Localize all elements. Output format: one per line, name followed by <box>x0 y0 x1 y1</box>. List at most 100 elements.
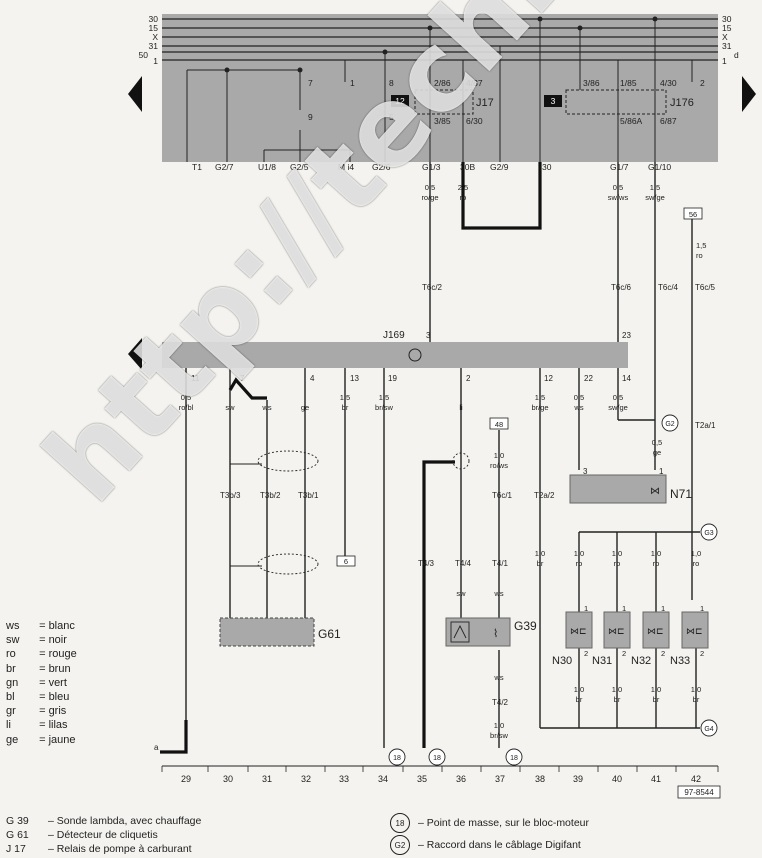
mass-desc: – Raccord dans le câblage Digifant <box>418 839 581 851</box>
ecu-wires <box>185 368 700 752</box>
component-code: J 17 <box>6 843 26 855</box>
legend-sep: = <box>39 733 46 746</box>
term-u1-8: U1/8 <box>258 162 276 172</box>
legend-row: li = lilas <box>6 718 77 732</box>
rail-label-r30: 30 <box>722 14 732 24</box>
term-t1: T1 <box>192 162 202 172</box>
color-legend: ws = blanc sw = noir ro = rouge br = bru… <box>6 619 77 747</box>
legend-name: brun <box>48 662 71 675</box>
legend-sep: = <box>39 676 46 689</box>
rail-label-r31: 31 <box>722 41 732 51</box>
g39-wire-sec-4: 1,0 <box>494 721 504 730</box>
relay-j176-pin-b: 1/85 <box>620 78 637 88</box>
ecu-j169 <box>162 342 628 368</box>
legend-sep: = <box>39 662 46 675</box>
panel-wires <box>186 19 693 162</box>
bottom-numbers: 29 30 31 32 33 34 35 36 37 38 39 40 41 4… <box>181 774 701 784</box>
mass-row: 18– Point de masse, sur le bloc-moteur <box>390 812 589 834</box>
g39-wire-col-1: sw <box>456 589 466 598</box>
relay-j176-number: 3 <box>551 96 556 106</box>
conn-t4-2: T4/2 <box>492 698 509 707</box>
mass-row: G2– Raccord dans le câblage Digifant <box>390 834 589 856</box>
relay-j17-name: J17 <box>476 97 494 109</box>
shield-ellipses <box>257 450 470 575</box>
legend-name: rouge <box>48 648 77 661</box>
legend-code: gr <box>6 705 16 718</box>
ecu-symbol <box>408 348 422 362</box>
g39-sensor-icon <box>450 621 470 643</box>
thick-wire-g39 <box>422 460 455 748</box>
relay-j176: 3 J176 3/86 1/85 4/30 5/86A 6/87 <box>544 78 694 126</box>
legend-name: bleu <box>48 691 70 704</box>
wire-section-3: 0,5 <box>613 183 623 192</box>
relay-j17-number-box <box>391 95 409 107</box>
n71-name: N71 <box>670 487 692 501</box>
relay-j176-pin-d: 5/86A <box>620 116 643 126</box>
legend-code: ge <box>6 733 19 746</box>
ecu-wire-labels: 0,5 ro/bl sw ws ge 1,5 br 1,5 br/sw li 1… <box>179 393 628 412</box>
legend-row: ws = blanc <box>6 619 77 633</box>
inj-bot-sec-33: 1,0 <box>691 685 701 694</box>
relay-j17: 12 J17 2/86 4/87 3/85 6/30 <box>391 78 494 126</box>
conn-t3b-1: T3b/1 <box>298 491 319 500</box>
ecu-wire-sec-8: 0,5 <box>574 393 584 402</box>
bottom-num-34: 34 <box>378 774 388 784</box>
injector-n31: ⋈⊏ N31 1 2 <box>592 604 631 667</box>
relay-j17-pin-a: 2/86 <box>434 78 451 88</box>
wire-color-4: sw/ge <box>645 193 665 202</box>
inj-top-col-31: ro <box>614 559 621 568</box>
term-g2-6: G2/6 <box>372 162 391 172</box>
conn-t3b-3: T3b/3 <box>220 491 241 500</box>
legend-name: noir <box>48 634 67 647</box>
conn-t2a-1: T2a/1 <box>695 421 716 430</box>
component-list: G 39– Sonde lambda, avec chauffage G 61–… <box>6 814 201 856</box>
pin-9: 9 <box>308 112 313 122</box>
page-next-arrow[interactable] <box>742 76 756 112</box>
legend-row: bl = bleu <box>6 690 77 704</box>
ecu-pin-22: 22 <box>584 374 593 383</box>
ecu-wire-sec-7: 1,5 <box>535 393 545 402</box>
box-6-label: 6 <box>344 557 348 566</box>
fuse-56-label: 56 <box>689 210 697 219</box>
thick-wire-sw <box>228 377 267 400</box>
g4-circle <box>700 719 718 737</box>
relay-j176-name: J176 <box>670 97 694 109</box>
ecu-top-pin-3: 3 <box>426 331 431 340</box>
ecu-wire-col-3: ge <box>301 403 309 412</box>
wire-56-section: 1,5 <box>696 241 706 250</box>
term-30b: 30B <box>460 162 475 172</box>
conn-t4-4: T4/4 <box>455 559 472 568</box>
g2-wire-color: ge <box>653 448 661 457</box>
relay-panel <box>162 14 718 162</box>
ecu-pin-11: 11 <box>191 374 200 383</box>
legend-code: gn <box>6 676 19 689</box>
page-prev-arrow[interactable] <box>128 76 142 112</box>
component-row: G 61– Détecteur de cliquetis <box>6 828 201 842</box>
injector-n30-pin-2: 2 <box>584 649 588 658</box>
ecu-wire-col-4: br <box>342 403 349 412</box>
ecu-pin-19: 19 <box>388 374 397 383</box>
injector-n31-pin-1: 1 <box>622 604 626 613</box>
fuse-56-box <box>683 207 703 220</box>
conn-t6c-4: T6c/4 <box>658 283 679 292</box>
ecu-wire-col-5: br/sw <box>375 403 394 412</box>
ecu-wire-sec-9: 0,5 <box>613 393 623 402</box>
legend-row: gn = vert <box>6 676 77 690</box>
inj-top-sec-32: 1,0 <box>651 549 661 558</box>
bottom-num-41: 41 <box>651 774 661 784</box>
ecu-pin-14: 14 <box>622 374 631 383</box>
thick-wire-a <box>160 720 188 754</box>
rails <box>162 18 718 61</box>
bottom-num-42: 42 <box>691 774 701 784</box>
inj-top-col-32: ro <box>653 559 660 568</box>
wire-48-color: ro/ws <box>490 461 508 470</box>
fuse-48-box <box>489 417 509 430</box>
ecu-wire-sec-0: 0,5 <box>181 393 191 402</box>
legend-code: ro <box>6 648 16 661</box>
ecu-pin-7: 7 <box>240 374 245 383</box>
ref-code: 97-8544 <box>684 788 714 797</box>
component-desc: – Sonde lambda, avec chauffage <box>48 815 202 827</box>
wire-section-4: 1,5 <box>650 183 660 192</box>
inj-bot-col-31: br <box>614 695 621 704</box>
ecu-left-arrow[interactable] <box>128 338 142 370</box>
